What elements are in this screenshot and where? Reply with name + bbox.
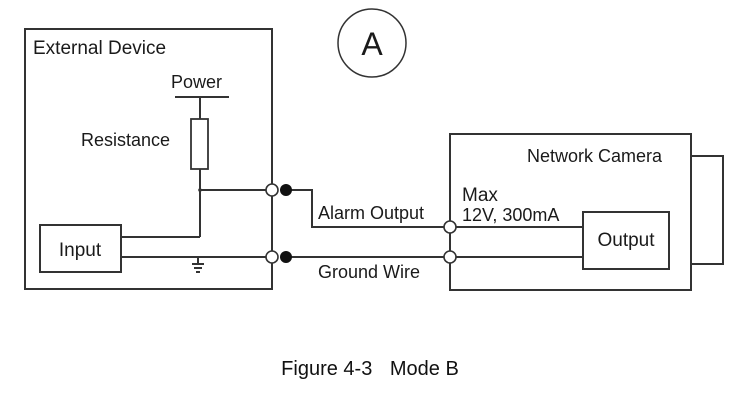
input-label: Input: [59, 240, 102, 261]
badge-circle: [337, 8, 407, 78]
wiring-diagram: A External Device Power Resistance Input: [24, 8, 724, 291]
input-box: [39, 224, 122, 273]
network-camera: Network Camera Max 12V, 300mA Output: [443, 133, 724, 291]
rating-label: 12V, 300mA: [462, 205, 559, 225]
alarm-output-wire: [290, 189, 446, 228]
camera-alarm-terminal: [443, 220, 457, 234]
camera-side-loop: [691, 155, 724, 265]
figure-number: Figure 4-3: [281, 358, 373, 380]
mode-badge: A: [337, 8, 407, 78]
connection-wires: Alarm Output Ground Wire: [121, 183, 446, 282]
ground-symbol: [192, 258, 204, 273]
alarm-terminal-closed: [280, 184, 292, 196]
camera-ground-terminal: [443, 250, 457, 264]
badge-letter: A: [361, 26, 383, 62]
output-label: Output: [597, 230, 655, 251]
alarm-output-label: Alarm Output: [318, 203, 424, 223]
external-device: External Device Power Resistance Input: [24, 28, 273, 290]
figure-title: Mode B: [389, 358, 459, 380]
resistor: [190, 118, 209, 170]
ground-wire-label: Ground Wire: [318, 262, 420, 282]
max-label: Max: [462, 185, 498, 206]
ground-terminal-closed: [280, 251, 292, 263]
network-camera-title: Network Camera: [527, 146, 663, 166]
alarm-terminal-open: [265, 183, 279, 197]
ground-terminal-open: [265, 250, 279, 264]
output-box: [582, 211, 670, 270]
figure-caption: Figure 4-3 Mode B: [0, 358, 740, 381]
resistance-label: Resistance: [81, 130, 170, 150]
external-device-title: External Device: [33, 38, 166, 59]
power-label: Power: [171, 72, 222, 92]
